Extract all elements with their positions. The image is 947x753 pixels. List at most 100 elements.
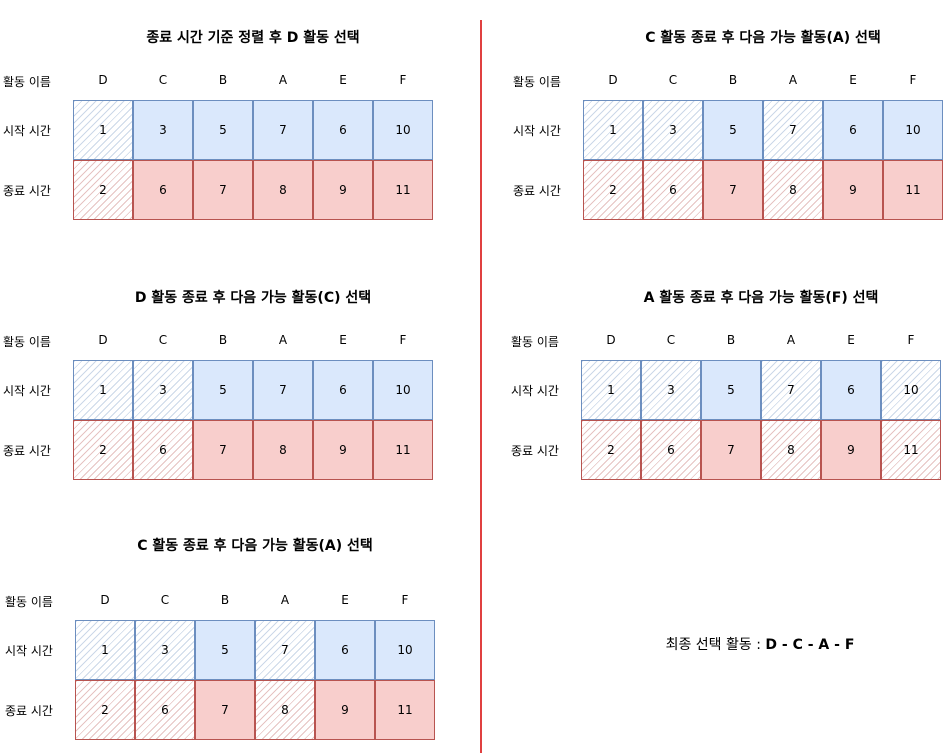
end-time-cell-D: 2	[581, 420, 641, 480]
end-time-cell-C: 6	[641, 420, 701, 480]
column-header-B: B	[728, 73, 738, 87]
column-header-E: E	[847, 333, 855, 347]
final-value: D - C - A - F	[765, 637, 855, 653]
start-time-cell-A: 7	[761, 360, 821, 420]
start-time-cell-D: 1	[581, 360, 641, 420]
column-header-E: E	[339, 333, 347, 347]
end-time-cell-D: 2	[73, 160, 133, 220]
end-time-cell-C: 6	[133, 160, 193, 220]
column-header-C: C	[158, 73, 168, 87]
end-time-cell-F: 11	[375, 680, 435, 740]
column-header-D: D	[100, 593, 110, 607]
start-time-cell-E: 6	[313, 360, 373, 420]
panel-title: 종료 시간 기준 정렬 후 D 활동 선택	[146, 30, 360, 46]
start-time-cell-A: 7	[255, 620, 315, 680]
end-time-cell-A: 8	[763, 160, 823, 220]
column-header-B: B	[218, 333, 228, 347]
row-label-activity-name: 활동 이름	[513, 75, 561, 89]
column-header-A: A	[788, 73, 798, 87]
end-time-cell-F: 11	[881, 420, 941, 480]
end-time-cell-D: 2	[583, 160, 643, 220]
column-header-F: F	[907, 333, 915, 347]
start-time-cell-F: 10	[373, 100, 433, 160]
start-time-cell-B: 5	[193, 360, 253, 420]
row-label-end-time: 종료 시간	[3, 184, 51, 198]
start-time-cell-A: 7	[253, 100, 313, 160]
column-header-F: F	[401, 593, 409, 607]
row-label-end-time: 종료 시간	[511, 444, 559, 458]
column-header-F: F	[909, 73, 917, 87]
end-time-cell-D: 2	[73, 420, 133, 480]
end-time-cell-B: 7	[193, 420, 253, 480]
column-header-A: A	[280, 593, 290, 607]
end-time-cell-F: 11	[883, 160, 943, 220]
final-result: 최종 선택 활동 : D - C - A - F	[560, 634, 947, 654]
start-time-cell-B: 5	[701, 360, 761, 420]
start-time-cell-C: 3	[135, 620, 195, 680]
column-header-A: A	[786, 333, 796, 347]
end-time-cell-C: 6	[133, 420, 193, 480]
column-header-C: C	[668, 73, 678, 87]
end-time-cell-E: 9	[823, 160, 883, 220]
final-label: 최종 선택 활동 :	[665, 637, 761, 653]
column-header-D: D	[608, 73, 618, 87]
column-header-E: E	[339, 73, 347, 87]
end-time-cell-A: 8	[255, 680, 315, 740]
column-header-E: E	[849, 73, 857, 87]
start-time-cell-F: 10	[881, 360, 941, 420]
column-header-D: D	[98, 333, 108, 347]
end-time-cell-A: 8	[253, 420, 313, 480]
column-header-F: F	[399, 73, 407, 87]
column-header-C: C	[666, 333, 676, 347]
end-time-cell-C: 6	[135, 680, 195, 740]
end-time-cell-A: 8	[761, 420, 821, 480]
end-time-cell-E: 9	[315, 680, 375, 740]
column-header-C: C	[158, 333, 168, 347]
row-label-end-time: 종료 시간	[3, 444, 51, 458]
panel-title: C 활동 종료 후 다음 가능 활동(A) 선택	[645, 30, 881, 46]
start-time-cell-D: 1	[73, 360, 133, 420]
end-time-cell-F: 11	[373, 420, 433, 480]
start-time-cell-C: 3	[643, 100, 703, 160]
end-time-cell-B: 7	[703, 160, 763, 220]
start-time-cell-F: 10	[883, 100, 943, 160]
start-time-cell-E: 6	[315, 620, 375, 680]
row-label-activity-name: 활동 이름	[511, 335, 559, 349]
end-time-cell-F: 11	[373, 160, 433, 220]
row-label-activity-name: 활동 이름	[5, 595, 53, 609]
start-time-cell-A: 7	[253, 360, 313, 420]
column-header-F: F	[399, 333, 407, 347]
end-time-cell-E: 9	[821, 420, 881, 480]
row-label-start-time: 시작 시간	[513, 124, 561, 138]
start-time-cell-D: 1	[75, 620, 135, 680]
end-time-cell-E: 9	[313, 160, 373, 220]
start-time-cell-E: 6	[313, 100, 373, 160]
start-time-cell-A: 7	[763, 100, 823, 160]
column-header-E: E	[341, 593, 349, 607]
divider-line	[480, 20, 482, 753]
start-time-cell-D: 1	[73, 100, 133, 160]
start-time-cell-F: 10	[375, 620, 435, 680]
row-label-activity-name: 활동 이름	[3, 75, 51, 89]
row-label-activity-name: 활동 이름	[3, 335, 51, 349]
end-time-cell-B: 7	[701, 420, 761, 480]
start-time-cell-F: 10	[373, 360, 433, 420]
column-header-B: B	[726, 333, 736, 347]
column-header-A: A	[278, 73, 288, 87]
row-label-end-time: 종료 시간	[513, 184, 561, 198]
column-header-D: D	[98, 73, 108, 87]
column-header-A: A	[278, 333, 288, 347]
row-label-start-time: 시작 시간	[5, 644, 53, 658]
column-header-C: C	[160, 593, 170, 607]
start-time-cell-C: 3	[133, 100, 193, 160]
end-time-cell-E: 9	[313, 420, 373, 480]
panel-title: D 활동 종료 후 다음 가능 활동(C) 선택	[134, 290, 372, 306]
row-label-end-time: 종료 시간	[5, 704, 53, 718]
end-time-cell-D: 2	[75, 680, 135, 740]
row-label-start-time: 시작 시간	[3, 124, 51, 138]
end-time-cell-B: 7	[195, 680, 255, 740]
column-header-D: D	[606, 333, 616, 347]
start-time-cell-B: 5	[193, 100, 253, 160]
column-header-B: B	[218, 73, 228, 87]
row-label-start-time: 시작 시간	[3, 384, 51, 398]
